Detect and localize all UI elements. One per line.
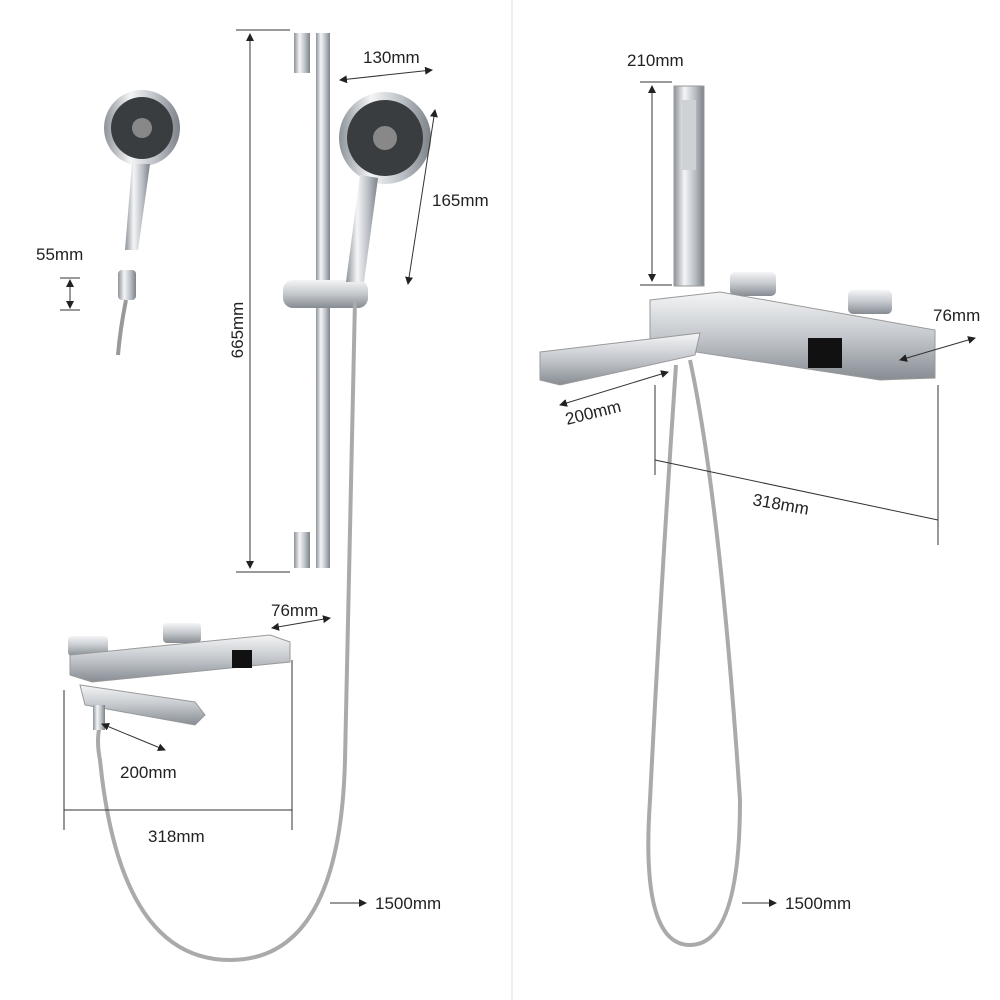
- hose-length-label-left: 1500mm: [375, 894, 441, 913]
- handshower-head-height-label: 165mm: [432, 191, 489, 210]
- hose-length-label-right: 1500mm: [785, 894, 851, 913]
- mixer-depth-label-left: 76mm: [271, 601, 318, 620]
- spout-length-label-left: 200mm: [120, 763, 177, 782]
- handshower-height-label-right: 210mm: [627, 51, 684, 70]
- dim-line: [559, 370, 669, 407]
- bath-mixer-right-illustration: [539, 85, 936, 948]
- dim-line: [101, 722, 166, 752]
- bath-mixer-left-illustration: [68, 623, 291, 730]
- handshower-small-illustration: [104, 90, 180, 356]
- mixer-width-label-left: 318mm: [148, 827, 205, 846]
- mixer-depth-label-right: 76mm: [933, 306, 980, 325]
- handshower-width-label: 130mm: [363, 48, 420, 67]
- dim-line: [405, 109, 438, 285]
- holder-height-label: 55mm: [36, 245, 83, 264]
- dim-line: [271, 615, 331, 631]
- mixer-width-label-right: 318mm: [751, 490, 810, 519]
- dim-line: [339, 66, 433, 84]
- slide-bar-height-label: 665mm: [228, 302, 247, 359]
- dim-line: [899, 336, 976, 362]
- dim-line: [654, 459, 939, 521]
